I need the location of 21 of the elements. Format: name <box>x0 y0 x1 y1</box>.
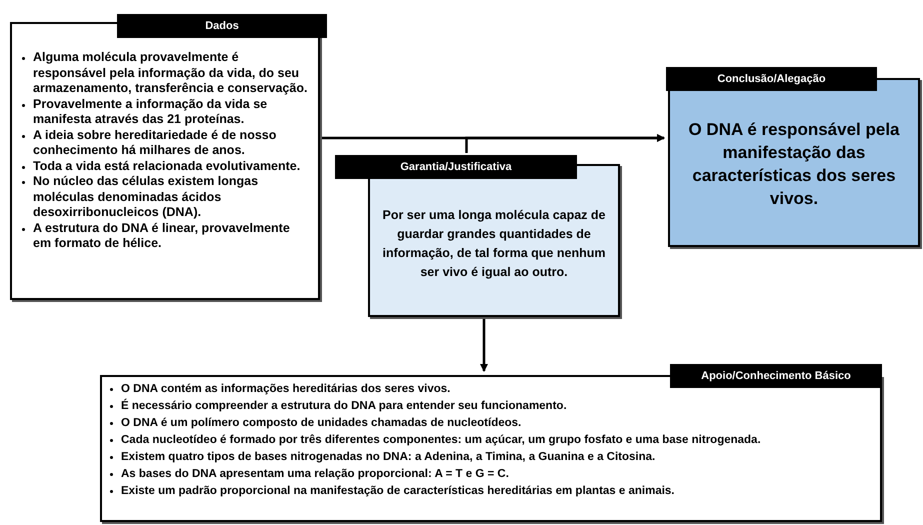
bullet-item: A estrutura do DNA é linear, provavelmente em formato de hélice. <box>33 220 291 252</box>
bullet-item: O DNA contém as informações hereditárias dos seres vivos. <box>121 382 450 397</box>
bullet-item: Existe um padrão proporcional na manifestação de características hereditárias em plantas e animais. <box>121 484 674 499</box>
bullet-item: Existem quatro tipos de bases nitrogenadas no DNA: a Adenina, a Timina, a Guanina e a Citosina. <box>121 450 656 465</box>
bullet-item: Cada nucleotídeo é formado por três diferentes componentes: um açúcar, um grupo fosfato e uma base nitrogenada. <box>121 433 761 448</box>
arrow <box>480 317 488 372</box>
arrow <box>465 134 665 153</box>
bullet-item: O DNA é um polímero composto de unidades chamadas de nucleotídeos. <box>121 416 522 431</box>
header-tab: Garantia/Justificativa <box>335 155 577 179</box>
claim-text: O DNA é responsável pela manifestação das características dos seres vivos. <box>687 119 900 210</box>
bullet-item: Provavelmente a informação da vida se manifesta através das 21 proteínas. <box>33 96 268 128</box>
bullet-item: Toda a vida está relacionada evolutivamente. <box>33 158 300 174</box>
bullet-item: No núcleo das células existem longas moléculas denominadas ácidos desoxirribonucleicos (DNA). <box>33 174 260 220</box>
bullet-item: As bases do DNA apresentam uma relação proporcional: A = T e G = C. <box>121 467 509 482</box>
bullet-item: A ideia sobre hereditariedade é de nosso conhecimento há milhares de anos. <box>33 128 278 158</box>
bullet-item: É necessário compreender a estrutura do DNA para entender seu funcionamento. <box>121 398 567 414</box>
header-tab: Conclusão/Alegação <box>666 67 877 91</box>
header-tab: Apoio/Conhecimento Básico <box>670 364 882 388</box>
header-tab: Dados <box>117 14 327 38</box>
bullet-item: Alguma molécula provavelmente é responsável pela informação da vida, do seu armazenamento, transferência e conservação. <box>33 50 308 96</box>
warrant-text: Por ser uma longa molécula capaz de guardar grandes quantidades de informação, de tal forma que nenhum ser vivo é igual ao outro. <box>382 207 606 281</box>
